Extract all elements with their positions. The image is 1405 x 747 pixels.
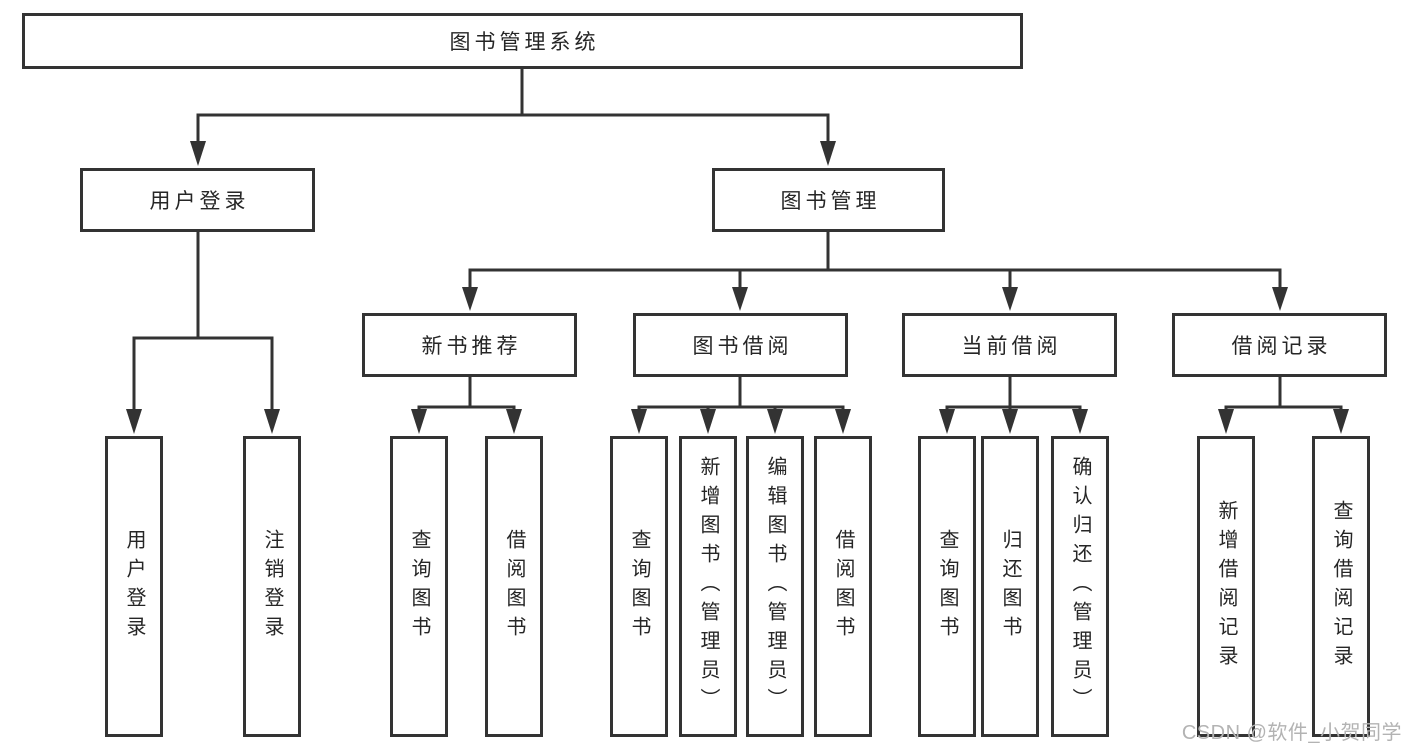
leaf-user-login: 用户登录 [105, 436, 163, 737]
node-book-management: 图书管理 [712, 168, 945, 232]
arrow-to-rec-query [411, 407, 427, 434]
leaf-cur-query-books: 查询图书 [918, 436, 976, 737]
arrow-to-user-login [190, 115, 206, 166]
node-book-borrow: 图书借阅 [633, 313, 848, 377]
arrow-to-cur-query [939, 407, 955, 434]
leaf-borrow-query-books: 查询图书 [610, 436, 668, 737]
arrow-to-hist-add [1218, 407, 1234, 434]
arrow-to-rec-borrow [506, 407, 522, 434]
node-root-system: 图书管理系统 [22, 13, 1023, 69]
watermark: CSDN @软件_小贺同学 [1181, 722, 1402, 744]
node-user-login: 用户登录 [80, 168, 315, 232]
leaf-cur-confirm-return-admin: 确认归还（管理员） [1051, 436, 1109, 737]
leaf-borrow-add-books-admin: 新增图书（管理员） [679, 436, 737, 737]
leaf-rec-borrow-books: 借阅图书 [485, 436, 543, 737]
arrow-to-borrow-query [631, 407, 647, 434]
leaf-borrow-edit-books-admin: 编辑图书（管理员） [746, 436, 804, 737]
arrow-to-current-borrow [1002, 270, 1018, 311]
node-new-book-recommend: 新书推荐 [362, 313, 577, 377]
leaf-hist-query-record: 查询借阅记录 [1312, 436, 1370, 737]
node-current-borrow: 当前借阅 [902, 313, 1117, 377]
arrow-to-cur-confirm [1072, 407, 1088, 434]
arrow-to-book-borrow [732, 270, 748, 311]
leaf-borrow-borrow-books: 借阅图书 [814, 436, 872, 737]
leaf-rec-query-books: 查询图书 [390, 436, 448, 737]
leaf-hist-add-record: 新增借阅记录 [1197, 436, 1255, 737]
arrow-to-borrow-add [700, 407, 716, 434]
arrow-to-cur-return [1002, 407, 1018, 434]
arrow-to-borrow-borrow [835, 407, 851, 434]
arrow-to-hist-query [1333, 407, 1349, 434]
arrow-to-borrow-edit [767, 407, 783, 434]
leaf-logout: 注销登录 [243, 436, 301, 737]
arrow-to-book-mgmt [820, 115, 836, 166]
node-borrow-records: 借阅记录 [1172, 313, 1387, 377]
arrow-to-login-leaf [126, 338, 142, 434]
leaf-cur-return-books: 归还图书 [981, 436, 1039, 737]
arrow-to-borrow-records [1272, 270, 1288, 311]
arrow-to-new-book-rec [462, 270, 478, 311]
arrow-to-logout-leaf [264, 338, 280, 434]
